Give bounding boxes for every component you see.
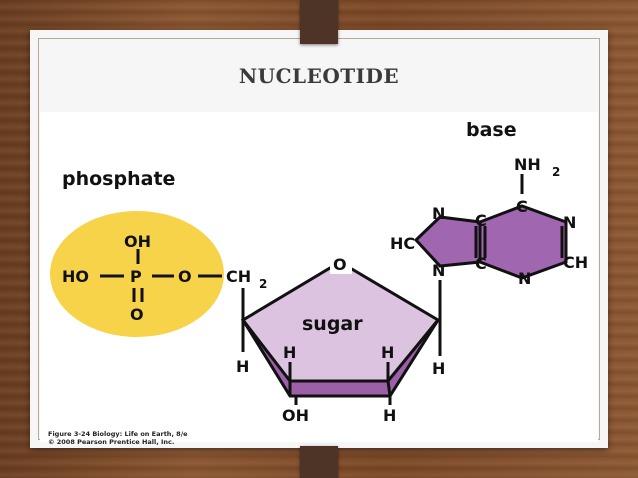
atom-h-left-out: H: [236, 357, 249, 376]
atom-ch-right: CH: [563, 253, 588, 272]
atom-nh2: NH: [514, 155, 541, 174]
atom-c-mid-bottom: C: [475, 254, 487, 273]
atom-oh-top: OH: [124, 232, 151, 251]
atom-o-right: O: [178, 267, 192, 286]
ring-o-backdrop: [330, 254, 352, 274]
label-sugar: sugar: [302, 313, 363, 335]
atom-ho-left: HO: [62, 267, 89, 286]
atom-n-bottom: N: [518, 269, 531, 288]
atom-h-right-out: H: [432, 359, 445, 378]
tape-top: [300, 0, 338, 44]
atom-nh2-subscript: 2: [552, 165, 560, 179]
credit-line-1: Figure 3-24 Biology: Life on Earth, 8/e: [48, 430, 188, 438]
atom-o-bottom: O: [130, 305, 144, 324]
figure-credit: Figure 3-24 Biology: Life on Earth, 8/e …: [48, 430, 187, 446]
label-phosphate: phosphate: [62, 168, 175, 190]
atom-ch2-subscript: 2: [259, 277, 267, 291]
atom-h-bottom: H: [383, 406, 396, 425]
atom-hc-left: HC: [390, 234, 415, 253]
atom-h-left-in: H: [283, 343, 296, 362]
base-five-ring: [413, 215, 482, 268]
atom-c-top: C: [516, 197, 528, 216]
sugar-ring: [240, 260, 441, 383]
atom-n-bottom-left: N: [432, 261, 445, 280]
sugar-edge-right: [386, 380, 392, 397]
slide-title: NUCLEOTIDE: [238, 64, 400, 88]
base-six-ring: [478, 204, 568, 280]
atom-n-top-left: N: [432, 204, 445, 223]
sugar-ring-front-edge: [241, 319, 440, 398]
nucleotide-diagram: base phosphate sugar OH HO P O CH 2 O O …: [50, 119, 588, 425]
atom-h-right-in: H: [381, 343, 394, 362]
credit-line-2: © 2008 Pearson Prentice Hall, Inc.: [48, 438, 175, 446]
phosphate-circle: [50, 211, 224, 337]
nucleotide-figure: base phosphate sugar OH HO P O CH 2 O O …: [40, 112, 598, 442]
atom-ch2: CH: [226, 267, 251, 286]
atom-c-mid-top: C: [475, 211, 487, 230]
atom-n-right: N: [563, 213, 576, 232]
label-base: base: [466, 119, 517, 141]
atom-ring-o: O: [333, 255, 347, 274]
atom-oh-bottom: OH: [282, 406, 309, 425]
tape-bottom: [300, 446, 338, 478]
atom-p: P: [130, 267, 142, 286]
